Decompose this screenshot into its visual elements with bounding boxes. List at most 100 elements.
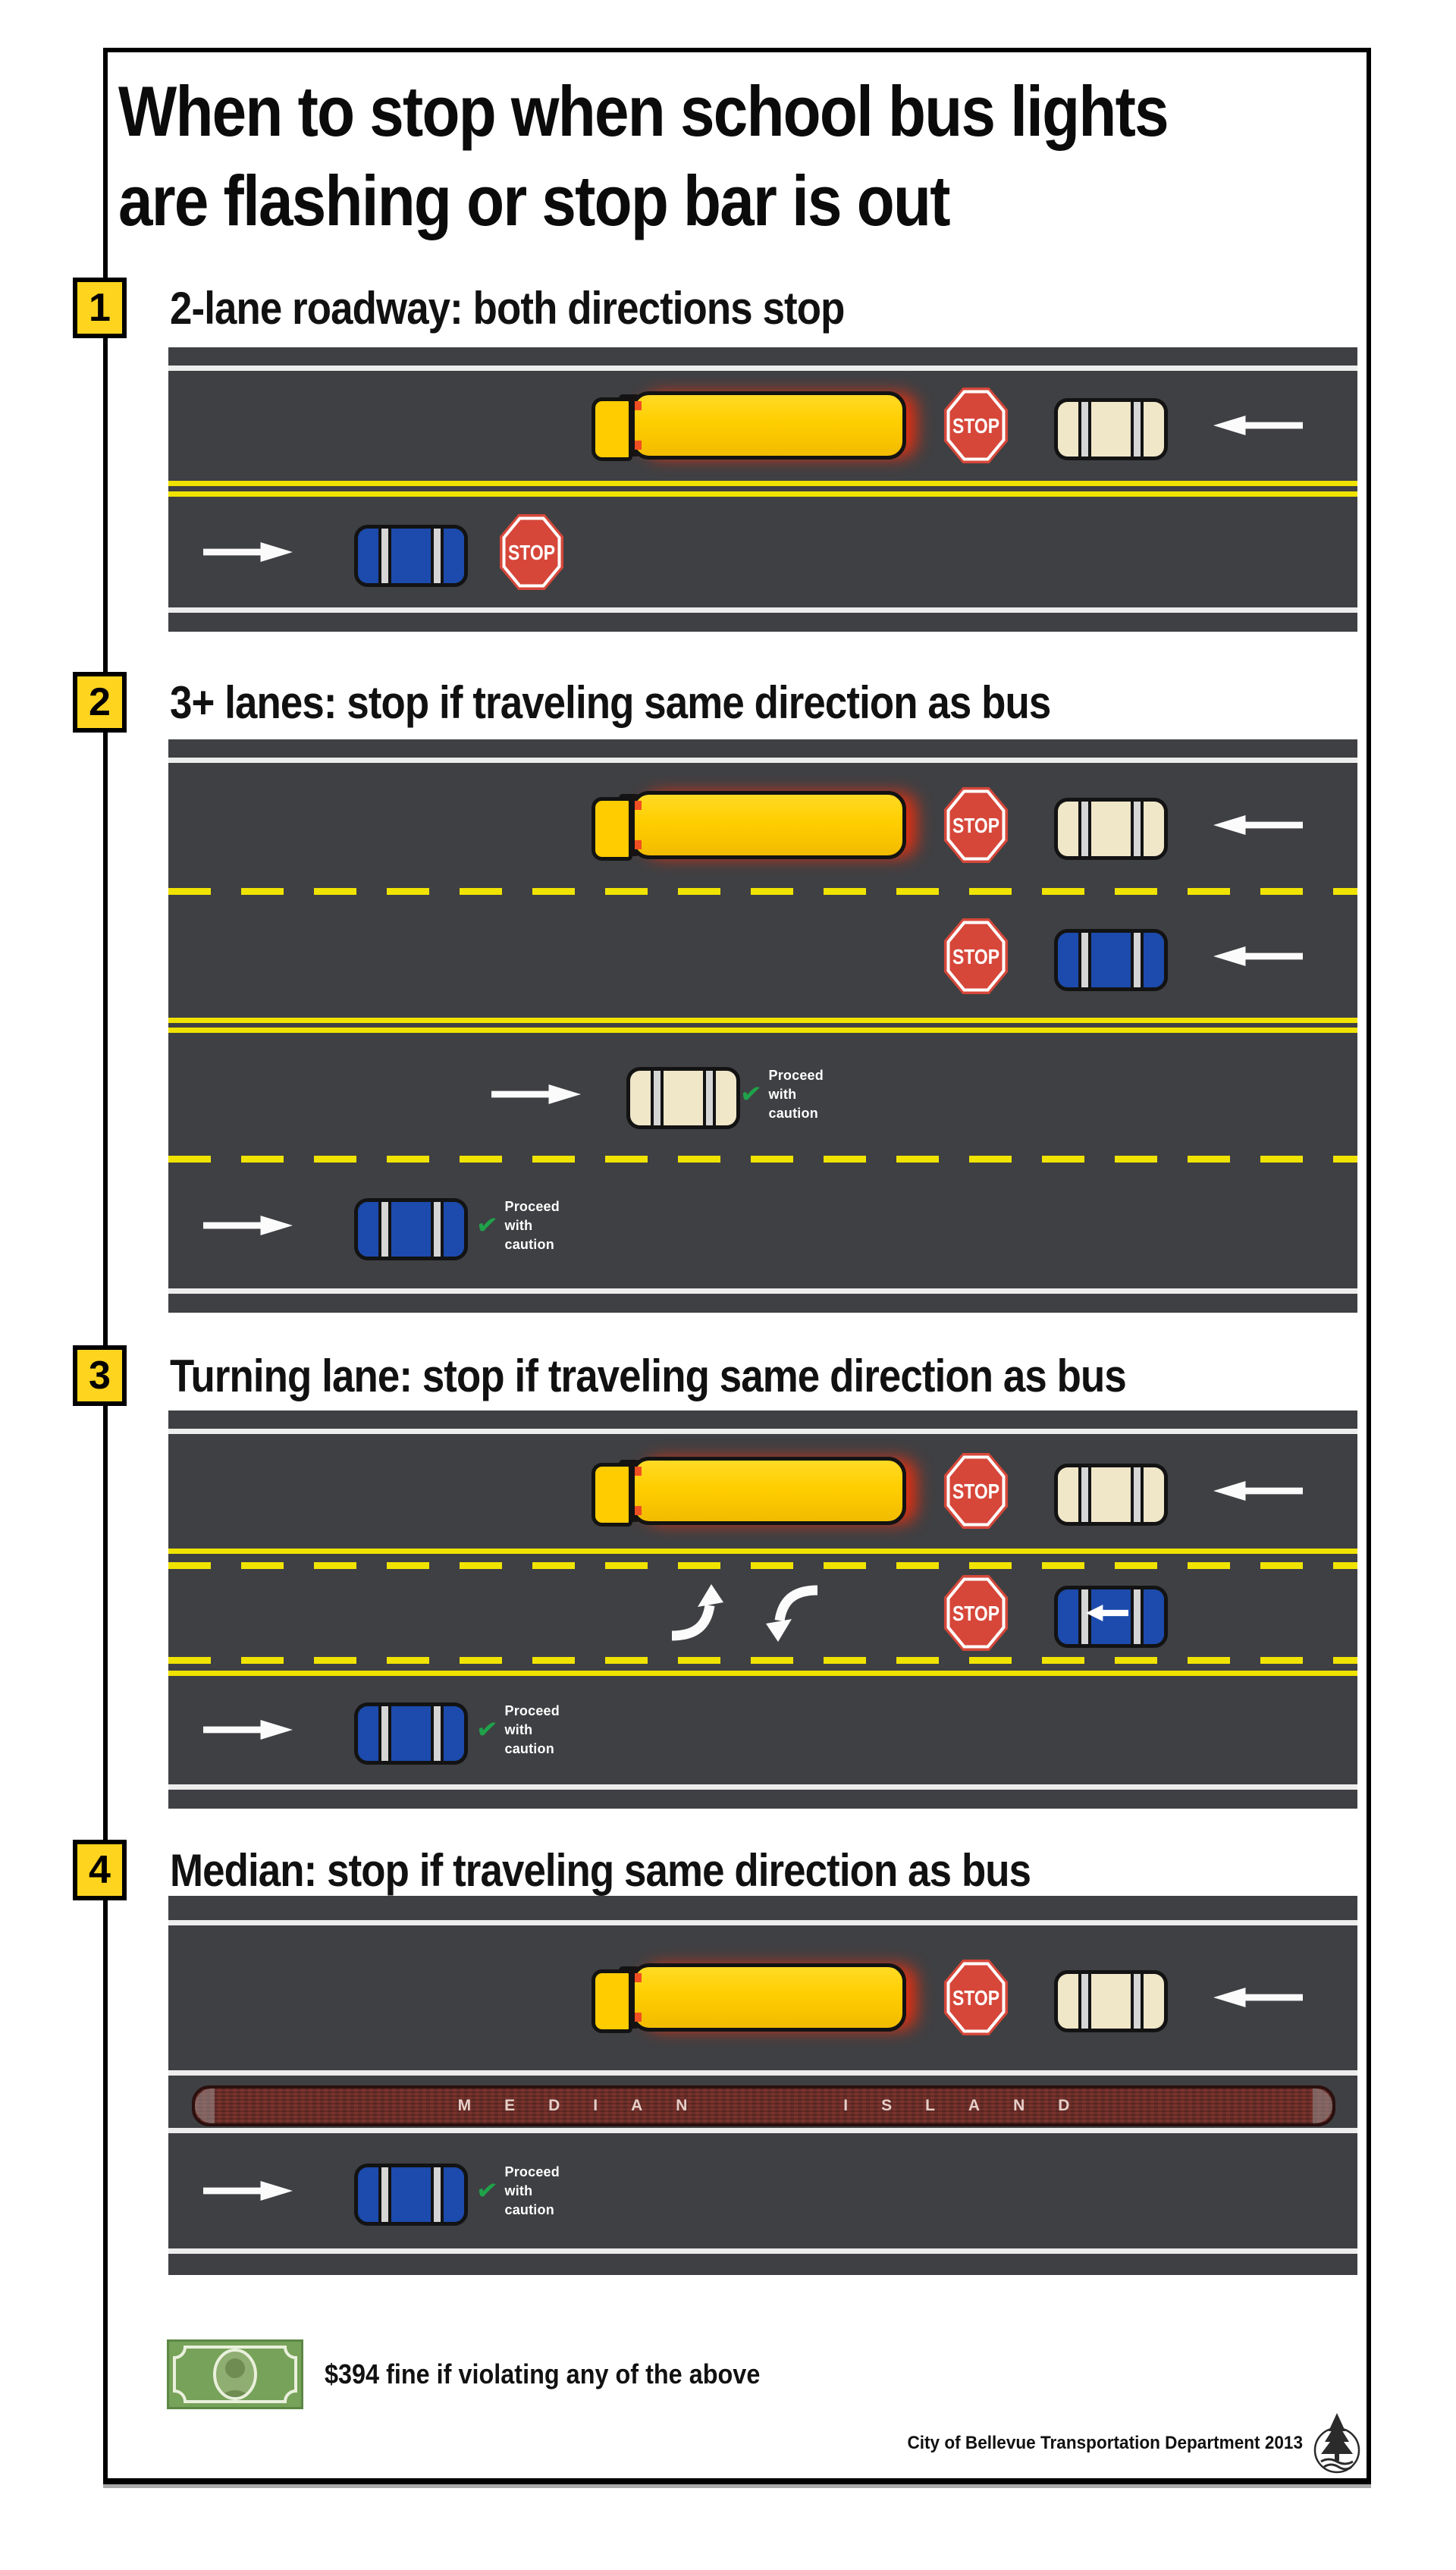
proceed-line: Proceed (504, 1198, 560, 1214)
oncoming-car-tan (1054, 1464, 1168, 1526)
section-2-heading: 3+ lanes: stop if traveling same directi… (170, 676, 1051, 728)
bus-flasher-icon (635, 1467, 642, 1476)
stop-sign-label: STOP (952, 945, 999, 968)
following-car-blue (1054, 929, 1168, 991)
edge-line (168, 366, 1357, 371)
proceed-line: Proceed (504, 1702, 560, 1718)
proceed-line: caution (504, 1236, 554, 1252)
road-diagram-3-plus-lanes: STOP STOP ✔ Proceed with caution ✔ Proce… (168, 739, 1357, 1313)
check-icon: ✔ (475, 1714, 500, 1746)
section-1-heading: 2-lane roadway: both directions stop (170, 282, 845, 334)
edge-line (168, 1429, 1357, 1434)
turn-arrow-pavement-icon (669, 1583, 730, 1643)
proceed-line: with (504, 1217, 533, 1233)
section-3-heading: Turning lane: stop if traveling same dir… (170, 1350, 1127, 1401)
bus-flasher-icon (635, 401, 642, 410)
road-diagram-2-lane: STOP STOP (168, 347, 1357, 632)
bus-flasher-icon (635, 2013, 642, 2022)
stop-sign-icon: STOP (944, 787, 1008, 863)
opposite-car-tan (626, 1067, 740, 1129)
section-2-badge: 2 (73, 672, 127, 733)
proceed-with-caution-note: ✔ Proceed with caution (475, 1701, 560, 1759)
lane-line-dashed-yellow (168, 888, 1357, 895)
left-direction-arrow (1213, 1481, 1303, 1501)
lane-line-dashed-yellow (168, 1156, 1357, 1163)
proceed-line: Proceed (768, 1067, 824, 1083)
road-diagram-turning-lane: STOP STOP ✔ Proceed with caution (168, 1411, 1357, 1809)
stop-sign-icon: STOP (944, 1575, 1008, 1651)
school-bus (592, 1457, 906, 1527)
bus-flasher-icon (635, 840, 642, 849)
section-4-badge: 4 (73, 1840, 127, 1900)
left-direction-arrow (1213, 815, 1303, 835)
edge-line (168, 2248, 1357, 2254)
edge-line (168, 1784, 1357, 1790)
stop-sign-icon: STOP (944, 918, 1008, 994)
bus-body (631, 391, 906, 460)
proceed-line: caution (768, 1105, 818, 1121)
proceed-with-caution-note: ✔ Proceed with caution (475, 1197, 560, 1254)
bus-hood (592, 397, 632, 461)
right-direction-arrow (203, 1720, 293, 1740)
right-direction-arrow (491, 1084, 581, 1104)
median-edge-line (168, 2070, 1357, 2076)
section-1-badge: 1 (73, 278, 127, 338)
school-bus (592, 791, 906, 861)
edge-line (168, 607, 1357, 613)
opposite-car-blue (354, 2164, 468, 2226)
stop-sign-label: STOP (952, 414, 999, 438)
bus-flasher-icon (635, 1506, 642, 1515)
bus-hood (592, 797, 632, 861)
center-line-yellow (168, 1028, 1357, 1033)
proceed-line: caution (504, 2201, 554, 2217)
section-3-badge: 3 (73, 1345, 127, 1406)
turn-lane-line-dashed-yellow (168, 1657, 1357, 1664)
left-direction-arrow (1213, 1988, 1303, 2007)
stop-sign-label: STOP (952, 814, 999, 837)
fine-text: $394 fine if violating any of the above (325, 2358, 761, 2390)
turn-lane-line-solid-yellow (168, 1671, 1357, 1676)
left-direction-arrow (1213, 946, 1303, 966)
edge-line (168, 758, 1357, 763)
school-bus (592, 391, 906, 461)
proceed-with-caution-note: ✔ Proceed with caution (739, 1065, 824, 1123)
stop-sign-icon: STOP (944, 388, 1008, 463)
stop-sign-icon: STOP (944, 1960, 1008, 2035)
opposite-car-blue (354, 1198, 468, 1260)
poster-title-line2: are flashing or stop bar is out (118, 161, 950, 240)
right-direction-arrow (203, 2181, 293, 2201)
proceed-line: with (504, 1721, 533, 1737)
proceed-with-caution-note: ✔ Proceed with caution (475, 2162, 560, 2220)
center-line-yellow (168, 1018, 1357, 1023)
stop-sign-icon: STOP (944, 1453, 1008, 1529)
proceed-line: caution (504, 1740, 554, 1756)
bus-hood (592, 1463, 632, 1527)
school-bus (592, 1963, 906, 2033)
city-of-bellevue-logo (1312, 2410, 1362, 2475)
turn-lane-line-solid-yellow (168, 1549, 1357, 1554)
proceed-line: with (504, 2182, 533, 2198)
bus-hood (592, 1969, 632, 2033)
turn-lane-line-dashed-yellow (168, 1562, 1357, 1569)
money-bill-icon (167, 2339, 303, 2409)
median-island-label: MEDIAN ISLAND (457, 2097, 1103, 2114)
stop-sign-label: STOP (952, 1480, 999, 1503)
check-icon: ✔ (475, 1210, 500, 1241)
bus-flasher-icon (635, 801, 642, 810)
proceed-line: Proceed (504, 2164, 560, 2179)
opposite-car-blue (354, 1702, 468, 1765)
oncoming-car-tan (1054, 1970, 1168, 2032)
poster-title-line1: When to stop when school bus lights (118, 71, 1169, 151)
section-4-heading: Median: stop if traveling same direction… (170, 1844, 1031, 1896)
oncoming-car-tan (1054, 398, 1168, 460)
check-icon: ✔ (475, 2175, 500, 2207)
right-direction-arrow (203, 542, 293, 562)
edge-line (168, 1920, 1357, 1925)
median-island: MEDIAN ISLAND (192, 2085, 1335, 2126)
left-direction-arrow (1213, 416, 1303, 435)
bus-body (631, 791, 906, 859)
bus-flasher-icon (635, 441, 642, 450)
turning-car-blue (1054, 1586, 1168, 1648)
bus-body (631, 1457, 906, 1525)
